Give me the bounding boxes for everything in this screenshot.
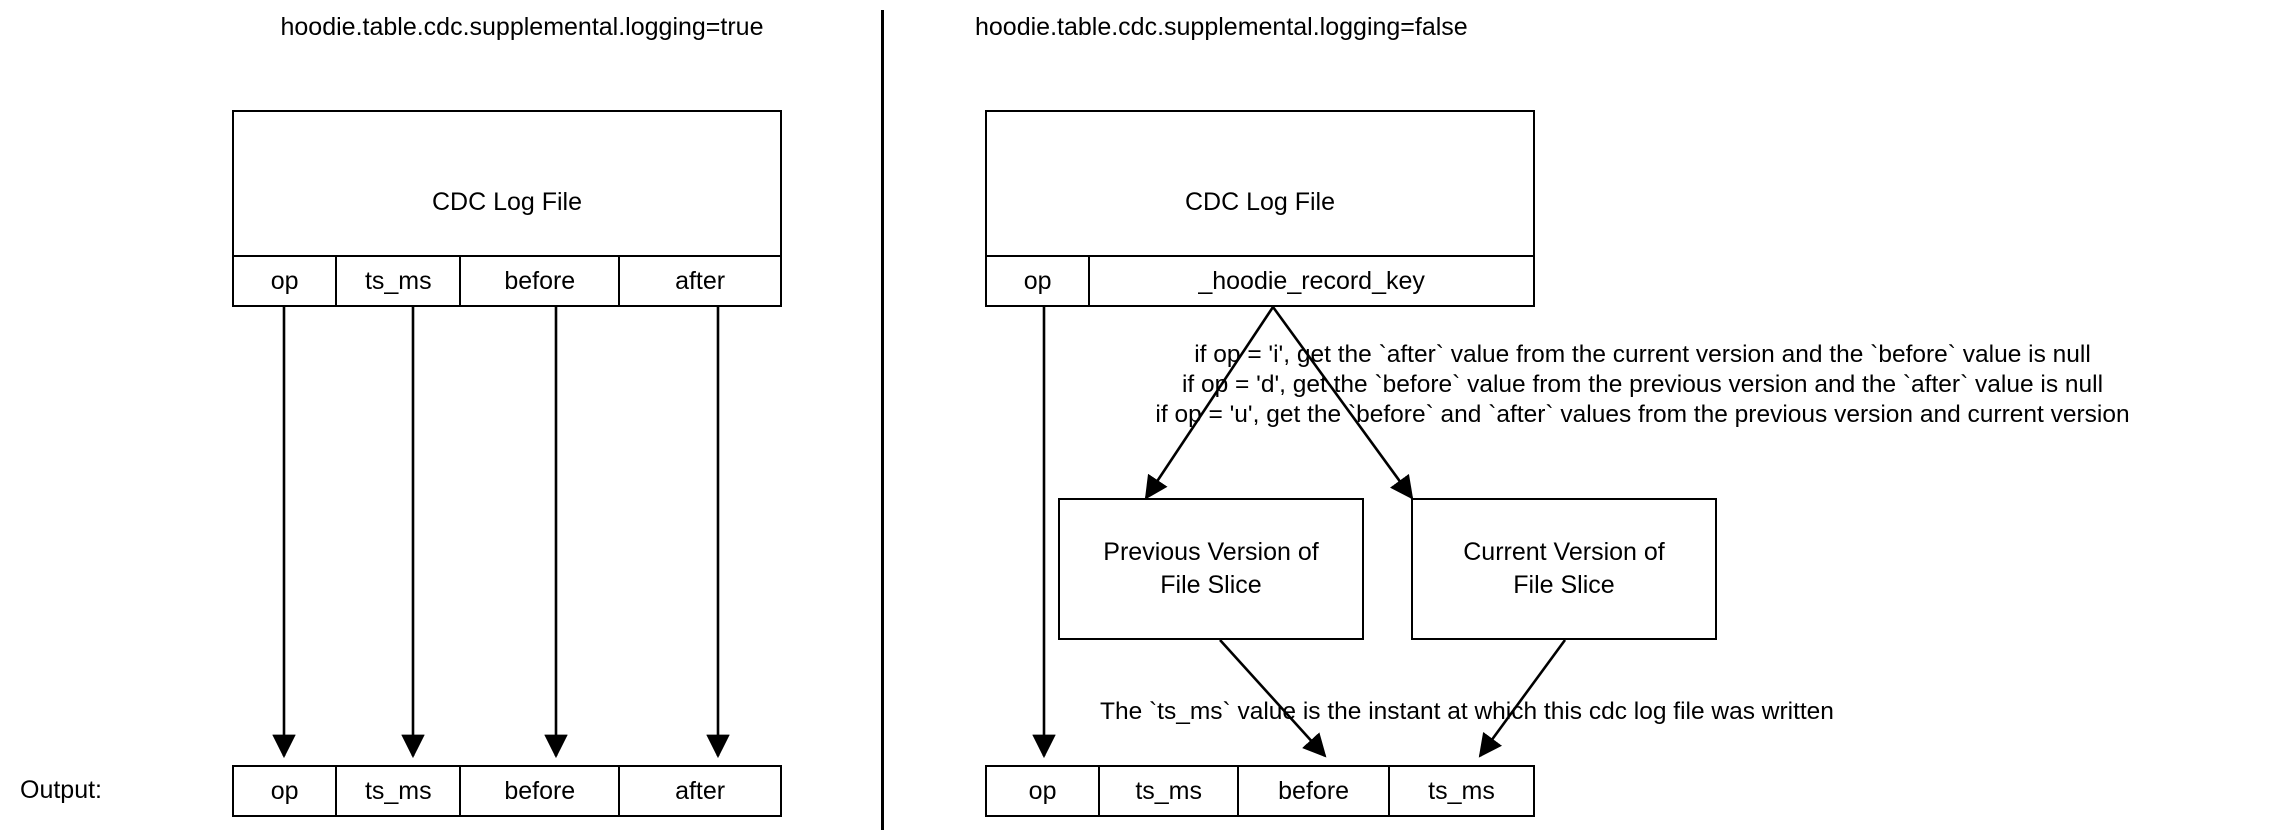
annotation-line-op-d: if op = 'd', get the `before` value from… (1181, 371, 2104, 398)
left-flow-arrows (272, 307, 730, 759)
left-output-cell-op: op (234, 767, 338, 815)
left-schema-cell-before: before (461, 257, 621, 305)
left-cdc-log-file-box: CDC Log File (232, 110, 782, 258)
annotation-line-op-u: if op = 'u', get the `before` and `after… (1155, 401, 2130, 428)
right-output-cell-ts-ms-2: ts_ms (1428, 777, 1495, 805)
annotation-line-op-i: if op = 'i', get the `after` value from … (1194, 341, 2091, 368)
right-schema-cell-hoodie-record-key: _hoodie_record_key (1198, 267, 1425, 295)
left-output-cell-ts-ms: ts_ms (337, 767, 462, 815)
left-cdc-schema-row: op ts_ms before after (232, 255, 782, 307)
left-output-cell-before: before (461, 767, 621, 815)
left-cdc-log-file-label: CDC Log File (431, 187, 583, 216)
left-schema-cell-ts-ms: ts_ms (337, 257, 462, 305)
right-cdc-schema-row: op _hoodie_record_key (985, 255, 1535, 307)
right-cdc-log-file-label: CDC Log File (1184, 187, 1336, 216)
previous-version-line-2: File Slice (1160, 571, 1262, 599)
ts-ms-note: The `ts_ms` value is the instant at whic… (1100, 698, 1834, 725)
right-cdc-log-file-box: CDC Log File (985, 110, 1535, 258)
right-output-row: op ts_ms before ts_ms (985, 765, 1535, 817)
current-version-line-2: File Slice (1513, 571, 1615, 599)
left-panel-title: hoodie.table.cdc.supplemental.logging=tr… (280, 13, 764, 41)
right-output-cell-before: before (1239, 767, 1391, 815)
right-output-cell-op: op (987, 767, 1101, 815)
left-schema-cell-after: after (675, 267, 726, 295)
left-output-row: op ts_ms before after (232, 765, 782, 817)
right-panel-title: hoodie.table.cdc.supplemental.logging=fa… (975, 13, 1468, 41)
right-output-cell-ts-ms-1: ts_ms (1100, 767, 1240, 815)
current-version-file-slice-box: Current Version of File Slice (1411, 498, 1717, 640)
output-label: Output: (20, 776, 102, 804)
left-output-cell-after: after (675, 777, 726, 805)
current-version-line-1: Current Version of (1463, 538, 1665, 566)
right-schema-cell-op: op (987, 257, 1091, 305)
cdc-derivation-annotations: if op = 'i', get the `after` value from … (1035, 340, 2250, 430)
previous-version-file-slice-box: Previous Version of File Slice (1058, 498, 1364, 640)
panel-divider (881, 10, 884, 830)
previous-version-line-1: Previous Version of (1103, 538, 1319, 566)
left-schema-cell-op: op (234, 257, 338, 305)
